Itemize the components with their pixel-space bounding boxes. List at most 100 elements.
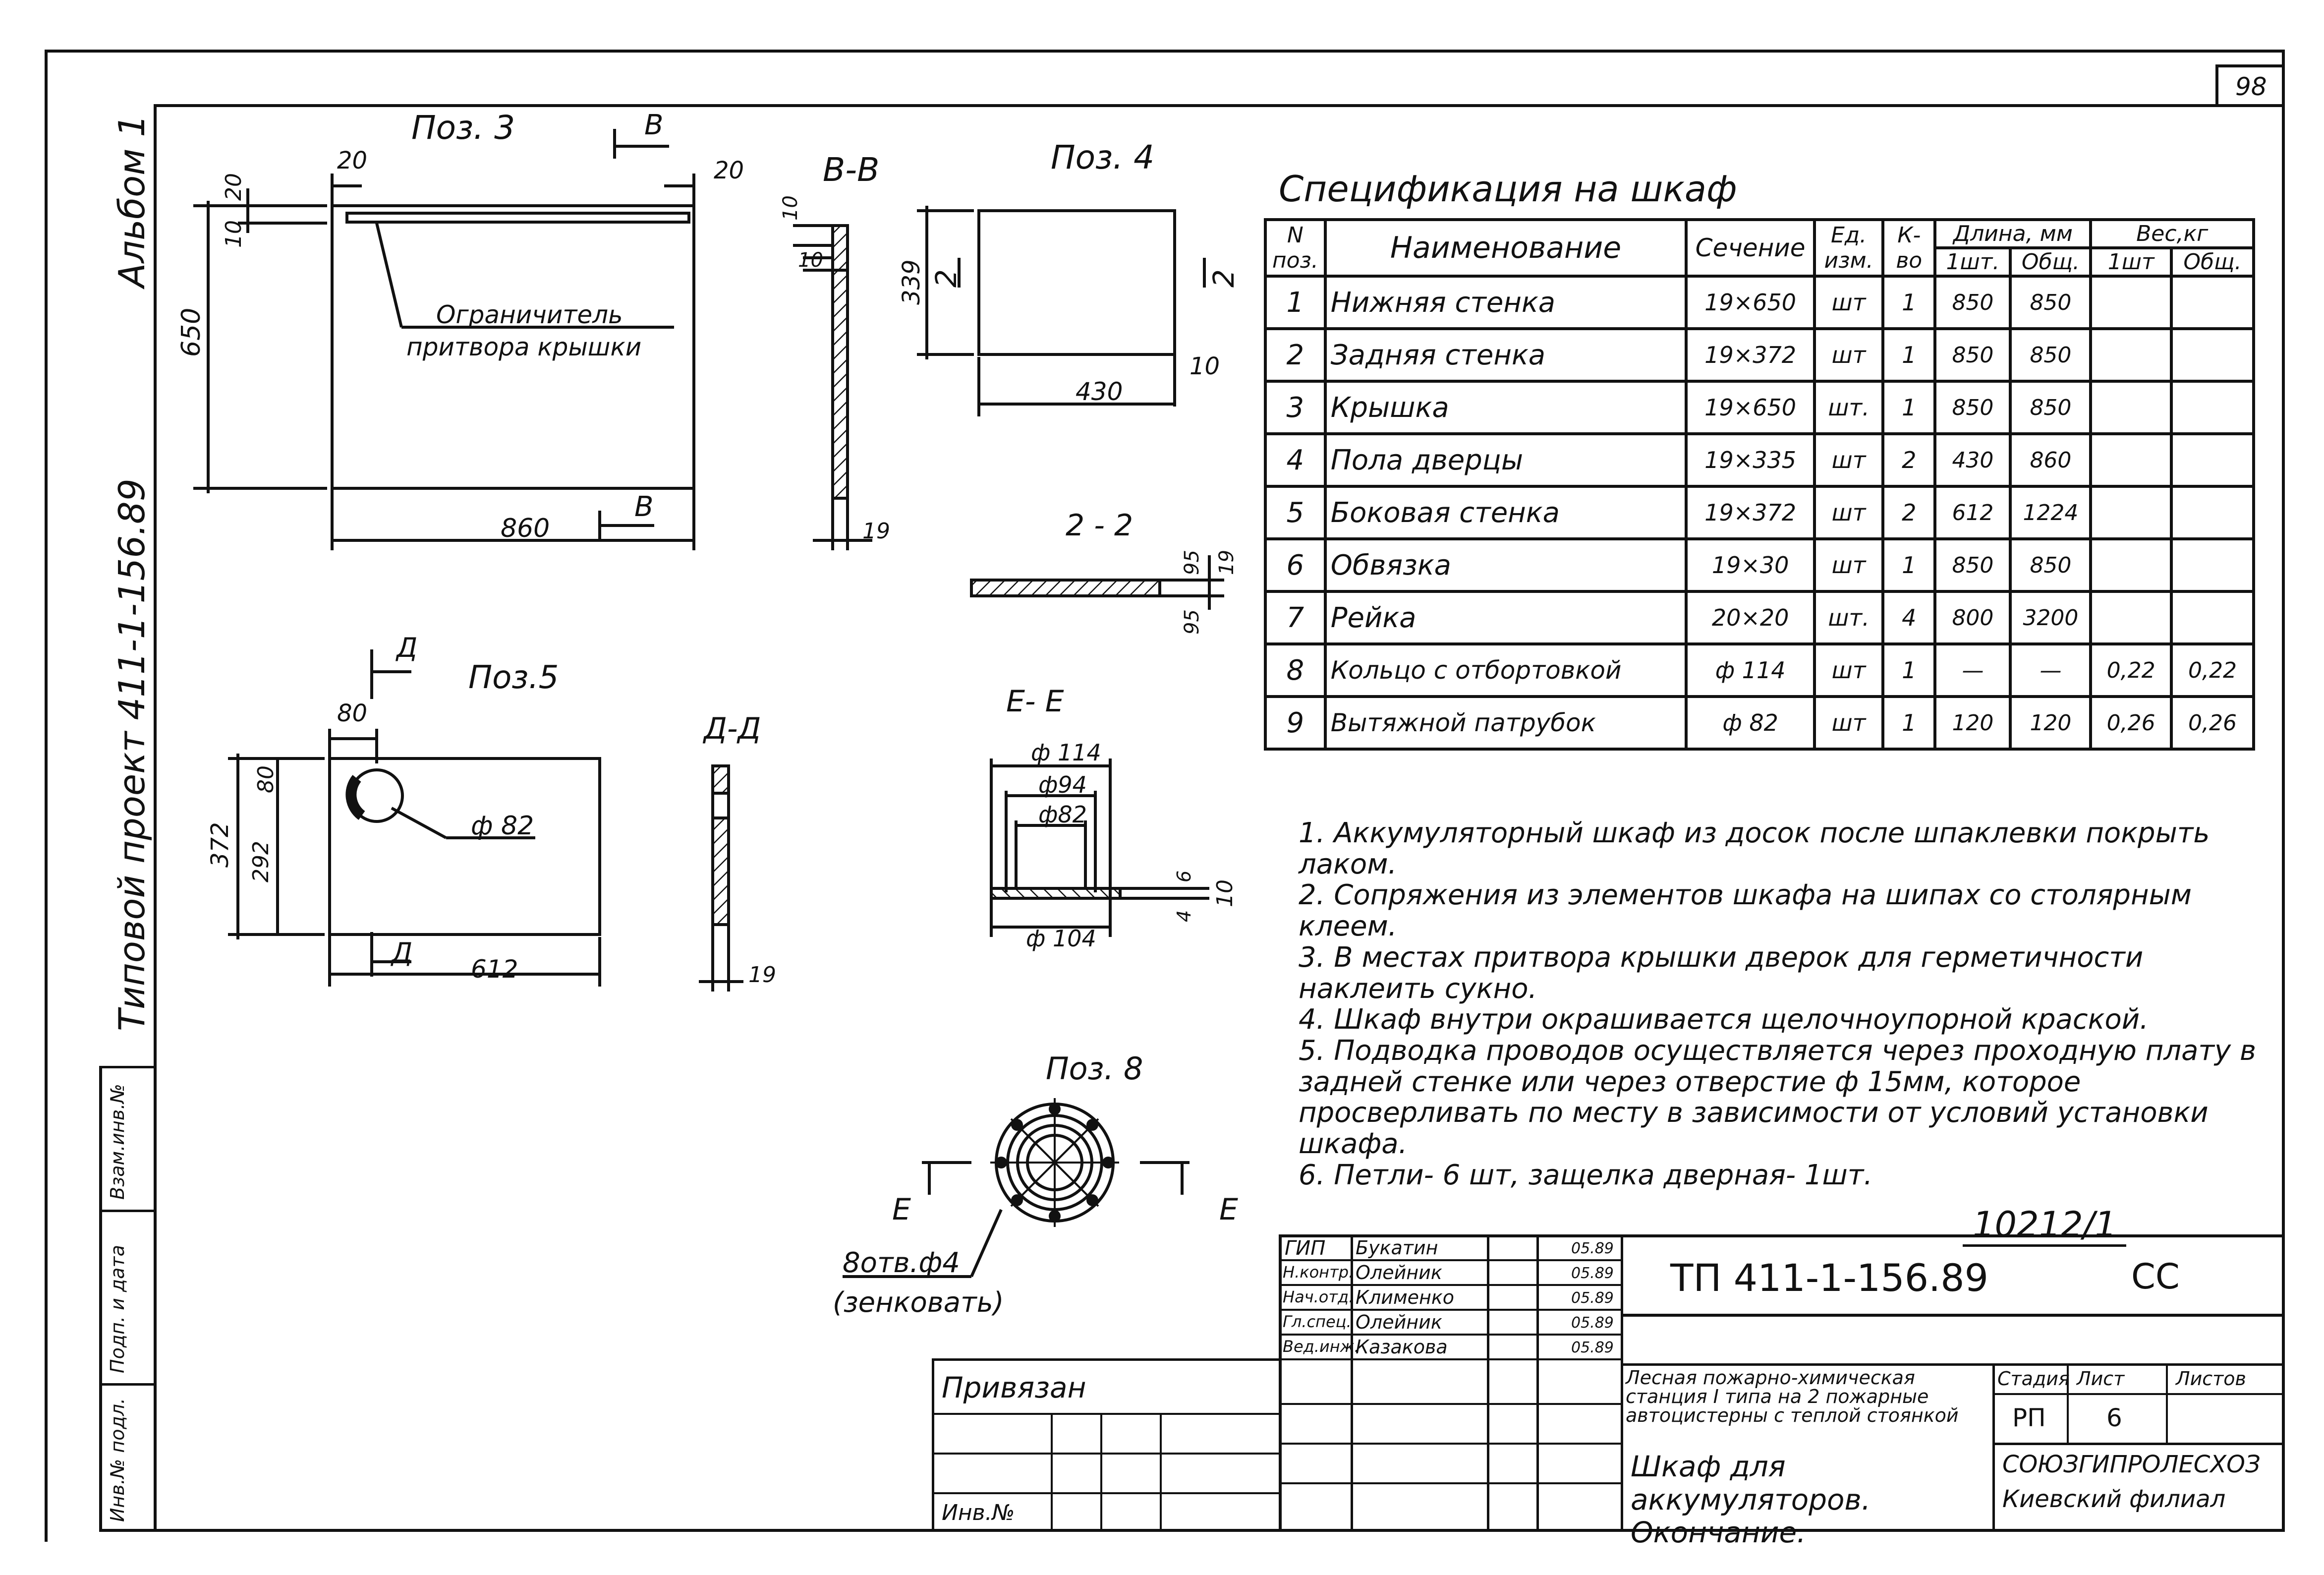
spec-cell-qty: 1 — [1881, 327, 1937, 383]
spec-cell-n: 3 — [1264, 380, 1327, 435]
poz4-dim-10: 10 — [1190, 352, 1220, 380]
spec-header-weight: Вес,кг — [2089, 218, 2255, 249]
poz5-plate — [328, 757, 601, 936]
poz5-dim-80-top: 80 — [337, 700, 368, 727]
tb-date-3: 05.89 — [1571, 1289, 1614, 1307]
spec-cell-len-total: 850 — [2009, 327, 2093, 383]
poz5-mark-top: Д — [397, 632, 418, 663]
s22-dim-95b: 95 — [1181, 609, 1203, 635]
inventory-underline — [1963, 1244, 2126, 1247]
spec-cell-len-one: 850 — [1933, 327, 2012, 383]
spec-cell-n: 1 — [1264, 275, 1327, 330]
spec-header-name: Наименование — [1323, 218, 1688, 278]
spec-cell-unit: шт — [1813, 642, 1885, 698]
spec-cell-section: 20×20 — [1685, 590, 1816, 645]
spec-cell-len-one: 800 — [1933, 590, 2012, 645]
spec-cell-name: Пола дверцы — [1323, 432, 1688, 488]
ee-phi-82: ф82 — [1038, 801, 1087, 828]
spec-cell-qty: 4 — [1881, 590, 1937, 645]
sheet-box-left — [2215, 64, 2218, 107]
spec-header-qty: К-во — [1881, 218, 1937, 278]
spec-header-w-total: Общ. — [2169, 246, 2256, 278]
spec-cell-w-total — [2169, 432, 2256, 488]
binding-label: Привязан — [942, 1371, 1086, 1404]
spec-cell-unit: шт — [1813, 537, 1885, 593]
spec-cell-len-total: 120 — [2009, 695, 2093, 751]
tb-date-2: 05.89 — [1571, 1265, 1614, 1282]
spec-cell-len-one: 430 — [1933, 432, 2012, 488]
spec-cell-len-one: 850 — [1933, 275, 2012, 330]
poz8-mark-left: Е — [892, 1192, 911, 1227]
spec-cell-n: 7 — [1264, 590, 1327, 645]
tb-role-glspec: Гл.спец. — [1283, 1312, 1352, 1331]
spec-cell-len-total: 850 — [2009, 537, 2093, 593]
spec-cell-len-total: 850 — [2009, 275, 2093, 330]
spec-cell-qty: 1 — [1881, 642, 1937, 698]
dd-section — [711, 764, 730, 926]
sheet-box-top — [2215, 64, 2285, 67]
spec-cell-w-total — [2169, 590, 2256, 645]
spec-cell-n: 2 — [1264, 327, 1327, 383]
spec-header-len-total: Общ. — [2009, 246, 2093, 278]
tb-sheet: 6 — [2106, 1403, 2122, 1432]
note-item: 2. Сопряжения из элементов шкафа на шипа… — [1299, 879, 2192, 943]
tb-role-nkontr: Н.контр. — [1283, 1263, 1354, 1282]
poz3-dim-10: 10 — [221, 220, 246, 248]
spec-cell-w-total: 0,26 — [2169, 695, 2256, 751]
spec-cell-name: Нижняя стенка — [1323, 275, 1688, 330]
tb-org-2: Киевский филиал — [2002, 1485, 2226, 1513]
frame-right — [2282, 50, 2285, 1532]
poz3-dim-20-vert: 20 — [221, 173, 246, 201]
spec-cell-w-one — [2089, 537, 2173, 593]
spec-cell-section: 19×372 — [1685, 327, 1816, 383]
spec-cell-qty: 1 — [1881, 695, 1937, 751]
spec-cell-n: 8 — [1264, 642, 1327, 698]
inv-no-label: Инв.№ — [942, 1500, 1015, 1525]
ee-dim-10: 10 — [1212, 879, 1238, 907]
spec-cell-n: 5 — [1264, 485, 1327, 540]
note-item: 3. В местах притвора крышки дверок для г… — [1299, 941, 2144, 1005]
poz4-title: Поз. 4 — [1051, 138, 1155, 176]
poz5-dim-80-side: 80 — [253, 765, 279, 793]
spec-cell-name: Задняя стенка — [1323, 327, 1688, 383]
stamp-column-div1 — [99, 1066, 157, 1068]
spec-cell-unit: шт — [1813, 275, 1885, 330]
vv-dim-10b: 10 — [798, 249, 823, 272]
tb-sheet-label: Лист — [2077, 1368, 2125, 1390]
stamp-column-div2 — [99, 1210, 157, 1212]
spec-cell-w-total — [2169, 380, 2256, 435]
stamp-column-div3 — [99, 1383, 157, 1386]
spec-cell-section: ф 114 — [1685, 642, 1816, 698]
poz8-title: Поз. 8 — [1046, 1050, 1143, 1087]
spec-cell-w-one: 0,26 — [2089, 695, 2173, 751]
spec-cell-w-one — [2089, 380, 2173, 435]
spec-table: N поз. Наименование Сечение Ед. изм. К-в… — [1264, 218, 2256, 751]
tb-object-name: Лесная пожарно-химическая станция I типа… — [1626, 1367, 1959, 1426]
spec-cell-w-one — [2089, 327, 2173, 383]
vv-dim-19: 19 — [862, 519, 890, 544]
poz3-dim-20-left: 20 — [337, 147, 368, 175]
spec-cell-section: ф 82 — [1685, 695, 1816, 751]
spec-header-unit: Ед. изм. — [1813, 218, 1885, 278]
spec-cell-unit: шт — [1813, 432, 1885, 488]
spec-cell-w-total — [2169, 485, 2256, 540]
poz3-title: Поз. 3 — [411, 109, 515, 147]
spec-header-num: N поз. — [1264, 218, 1327, 278]
poz4-dim-430: 430 — [1076, 377, 1123, 406]
spec-cell-len-total: 860 — [2009, 432, 2093, 488]
tb-date-1: 05.89 — [1571, 1240, 1614, 1257]
spec-cell-unit: шт — [1813, 485, 1885, 540]
frame-left-outer — [45, 50, 48, 1542]
note-item: 1. Аккумуляторный шкаф из досок после шп… — [1299, 817, 2210, 880]
frame-inner-top — [154, 104, 2285, 107]
sheet-number: 98 — [2235, 72, 2267, 101]
ee-phi-104: ф 104 — [1026, 925, 1096, 952]
vv-section — [831, 224, 849, 500]
spec-cell-w-one — [2089, 590, 2173, 645]
tb-name-5: Казакова — [1356, 1336, 1448, 1358]
spec-header-len-one: 1шт. — [1933, 246, 2012, 278]
poz5-dim-292: 292 — [248, 841, 274, 882]
s22-section — [970, 579, 1161, 597]
tb-name-3: Клименко — [1356, 1286, 1455, 1308]
